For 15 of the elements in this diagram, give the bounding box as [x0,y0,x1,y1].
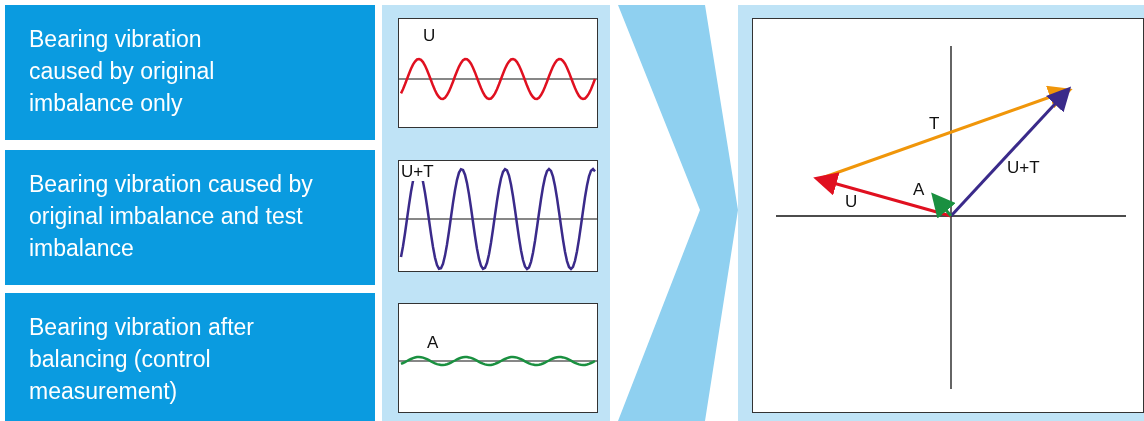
text-box [5,293,375,421]
text-box [5,150,375,285]
description-text: Bearing vibration caused by original imbalance only [29,25,216,118]
vector-label: A [913,181,925,199]
vector-label: U+T [1007,159,1040,177]
vector-label: T [929,115,940,133]
chevron-arrow [618,5,738,421]
signal-label: U+T [401,163,434,181]
waveform-panel [398,303,598,413]
vector-label: U [845,193,858,211]
description-text: Bearing vibration caused by original imbalance and test imbalance [29,170,314,263]
panel-background [382,5,610,421]
description-text: Bearing vibration after balancing (control measurement) [29,313,255,406]
waveform-panel [398,18,598,128]
text-box [5,5,375,140]
